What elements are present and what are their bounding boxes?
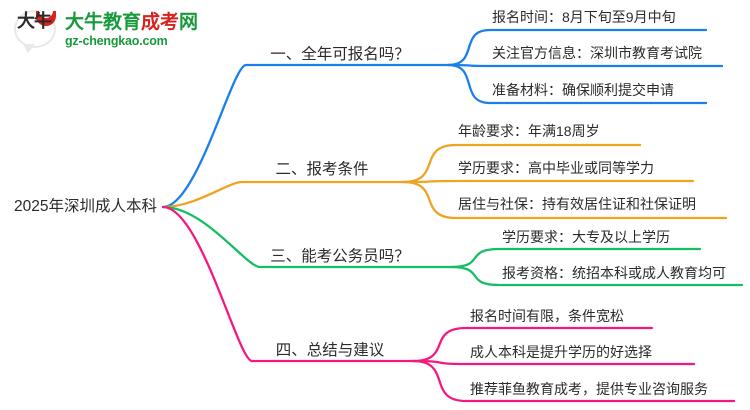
logo-title-part3: 网: [179, 12, 199, 33]
logo-url: gz-chengkao.com: [65, 34, 168, 48]
site-logo: 大牛 大牛教育成考网 gz-chengkao.com: [14, 8, 198, 53]
mindmap-branch-1-child-1[interactable]: 报名时间：8月下旬至9月中旬: [492, 9, 676, 25]
mindmap-branch-4-label[interactable]: 四、总结与建议: [275, 342, 385, 359]
logo-title: 大牛教育成考网: [65, 12, 198, 33]
mindmap-branch-1-child-2[interactable]: 关注官方信息：深圳市教育考试院: [492, 45, 702, 61]
mindmap-branch-3-child-2[interactable]: 报考资格：统招本科或成人教育均可: [502, 265, 726, 281]
mindmap-branch-2-label[interactable]: 二、报考条件: [275, 161, 369, 178]
mindmap-branch-4-child-2[interactable]: 成人本科是提升学历的好选择: [470, 344, 652, 360]
mindmap-branch-3-label[interactable]: 三、能考公务员吗？: [270, 248, 410, 265]
mindmap-branch-4-child-3[interactable]: 推荐菲鱼教育成考，提供专业咨询服务: [470, 381, 708, 397]
mindmap-branch-1-label[interactable]: 一、全年可报名吗？: [270, 46, 410, 63]
mindmap-root-node[interactable]: 2025年深圳成人本科: [14, 198, 157, 215]
logo-title-part2: 成考: [141, 12, 180, 33]
logo-bubble-icon: 大牛: [14, 8, 58, 53]
mindmap-branch-4-child-1[interactable]: 报名时间有限，条件宽松: [470, 308, 624, 324]
mindmap-branch-2-child-1[interactable]: 年龄要求：年满18周岁: [458, 123, 600, 139]
mindmap-branch-2-child-3[interactable]: 居住与社保：持有效居住证和社保证明: [458, 196, 696, 212]
mindmap-branch-2-child-2[interactable]: 学历要求：高中毕业或同等学力: [458, 160, 654, 176]
logo-title-part1: 大牛教育: [65, 12, 142, 33]
mindmap-branch-1-child-3[interactable]: 准备材料：确保顺利提交申请: [492, 82, 674, 98]
mindmap-branch-3-child-1[interactable]: 学历要求：大专及以上学历: [502, 229, 670, 245]
logo-mark-text: 大牛: [17, 11, 52, 31]
